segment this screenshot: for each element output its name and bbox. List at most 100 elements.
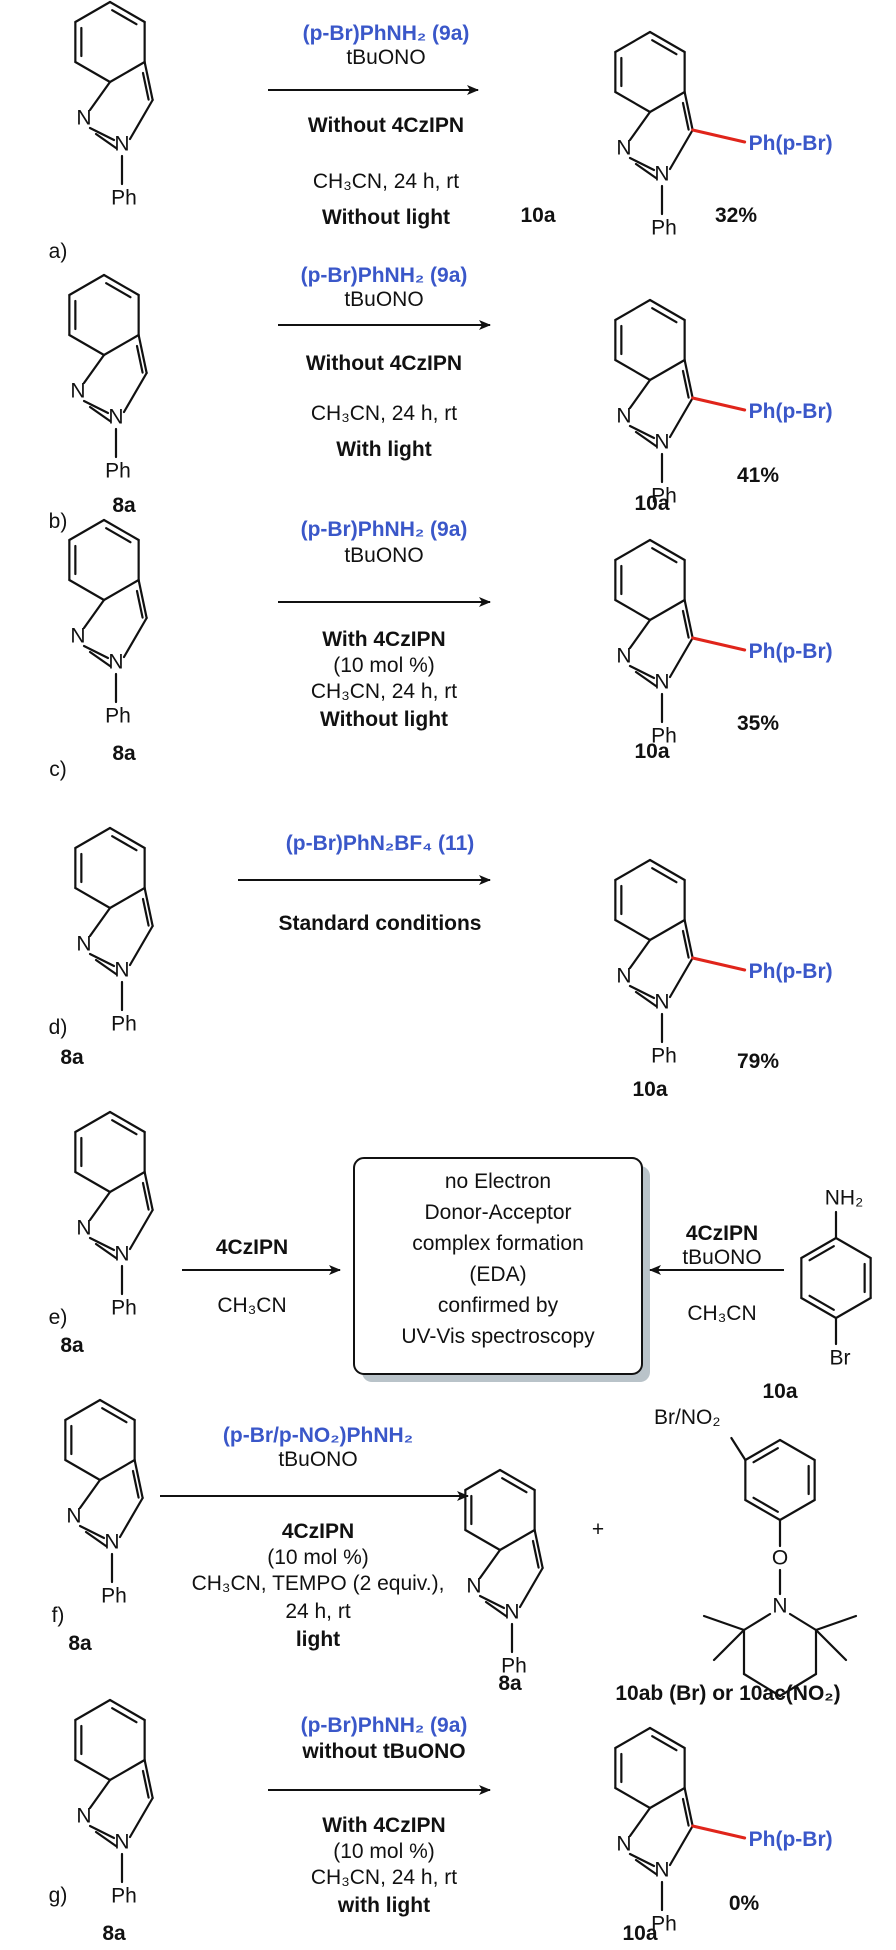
double-bond-line bbox=[94, 1242, 118, 1260]
double-bond-line bbox=[111, 1707, 138, 1724]
ring-bond bbox=[478, 1548, 502, 1580]
benzo-bond bbox=[108, 1758, 146, 1782]
double-bond-line bbox=[651, 547, 678, 564]
cond3-g: with light bbox=[337, 1894, 430, 1917]
box-line: (EDA) bbox=[469, 1263, 526, 1286]
aryl-substituent: Ph(p-Br) bbox=[749, 132, 833, 155]
ring-bond bbox=[78, 1478, 102, 1510]
methyl-bond bbox=[702, 1614, 746, 1632]
double-bond-line bbox=[634, 1858, 658, 1876]
double-bond-line bbox=[484, 1600, 508, 1618]
methyl-bond bbox=[814, 1614, 858, 1632]
phenyl-group: Ph bbox=[111, 1013, 137, 1036]
panel-b-label: b) bbox=[49, 510, 68, 533]
double-bond-line bbox=[111, 1119, 138, 1136]
ring-bond bbox=[143, 1758, 154, 1800]
benzo-bond bbox=[498, 1468, 536, 1492]
benzo-bond bbox=[648, 1786, 686, 1810]
benzo-bond bbox=[74, 826, 112, 850]
box-line: Donor-Acceptor bbox=[424, 1201, 571, 1224]
reagent2-g: without tBuONO bbox=[301, 1740, 465, 1763]
benzo-bond bbox=[108, 826, 146, 850]
nitrogen-atom: N bbox=[466, 1575, 481, 1598]
ring-bond bbox=[118, 1496, 144, 1539]
ring-bond bbox=[628, 156, 656, 172]
cond1b-f: (10 mol %) bbox=[267, 1546, 369, 1569]
nitrogen-atom: N bbox=[76, 1805, 91, 1828]
double-bond-line bbox=[111, 835, 138, 852]
right-reagent2-e: tBuONO bbox=[682, 1246, 761, 1269]
ring-bond bbox=[82, 598, 106, 630]
reagent-b: (p-Br)PhNH₂ (9a) bbox=[301, 264, 468, 287]
benzo-bond bbox=[108, 1170, 146, 1194]
box-line: confirmed by bbox=[438, 1294, 559, 1317]
ring-bond bbox=[800, 1296, 838, 1320]
benzo-bond bbox=[464, 1528, 502, 1552]
ring-bond bbox=[628, 664, 656, 680]
double-bond-line bbox=[752, 1447, 779, 1464]
benzo-bond bbox=[108, 60, 146, 84]
nitrogen-atom: N bbox=[616, 405, 631, 428]
box-line: UV-Vis spectroscopy bbox=[401, 1325, 595, 1348]
ring-bond bbox=[137, 578, 148, 620]
benzo-bond bbox=[74, 60, 112, 84]
methyl-bond bbox=[814, 1628, 848, 1662]
ring-bond bbox=[143, 1170, 154, 1212]
benzo-bond bbox=[102, 333, 140, 357]
nitrogen-atom: N bbox=[616, 645, 631, 668]
ring-bond bbox=[628, 110, 652, 142]
ring-bond bbox=[82, 644, 110, 660]
benzo-bond bbox=[102, 518, 140, 542]
ring-bond bbox=[128, 1796, 154, 1839]
benzo-bond bbox=[64, 1398, 102, 1422]
nitrogen-atom: N bbox=[616, 137, 631, 160]
nitrogen-atom: N bbox=[76, 933, 91, 956]
double-bond-line bbox=[135, 589, 144, 619]
aryl-substituent: Ph(p-Br) bbox=[749, 960, 833, 983]
double-bond-line bbox=[94, 1830, 118, 1848]
double-bond-line bbox=[752, 1496, 779, 1513]
double-bond-line bbox=[111, 9, 138, 26]
plus-sign: + bbox=[592, 1518, 604, 1541]
ring-bond bbox=[628, 938, 652, 970]
benzo-bond bbox=[614, 358, 652, 382]
nitrogen-atom: N bbox=[504, 1601, 519, 1624]
aryl-substituent: Ph(p-Br) bbox=[749, 1828, 833, 1851]
double-bond-line bbox=[105, 282, 132, 299]
cond1-a: Without 4CzIPN bbox=[308, 114, 464, 137]
ring-bond bbox=[744, 1438, 782, 1462]
reagent2-c: tBuONO bbox=[344, 544, 423, 567]
para-substituent: Br/NO₂ bbox=[654, 1406, 721, 1429]
ring-bond bbox=[137, 333, 148, 375]
double-bond-line bbox=[141, 71, 150, 101]
ring-bond bbox=[628, 378, 652, 410]
benzo-bond bbox=[74, 1110, 112, 1134]
ring-bond bbox=[742, 1612, 772, 1632]
ring-bond bbox=[128, 98, 154, 141]
yield-d: 79% bbox=[737, 1050, 779, 1073]
double-bond-line bbox=[94, 132, 118, 150]
ring-bond bbox=[834, 1296, 872, 1320]
benzo-bond bbox=[614, 538, 652, 562]
reagent2-a: tBuONO bbox=[346, 46, 425, 69]
nitrogen-atom: N bbox=[66, 1505, 81, 1528]
double-bond-line bbox=[681, 929, 690, 959]
phenyl-group: Ph bbox=[651, 725, 677, 748]
start-label-g: 8a bbox=[102, 1922, 126, 1945]
cond4-f: light bbox=[296, 1628, 340, 1651]
benzo-bond bbox=[98, 1458, 136, 1482]
right-reagent-e: 4CzIPN bbox=[686, 1222, 758, 1245]
ring-bond bbox=[128, 924, 154, 967]
cond2-c: CH₃CN, 24 h, rt bbox=[311, 680, 457, 703]
cond2-g: CH₃CN, 24 h, rt bbox=[311, 1866, 457, 1889]
nitrogen-atom: N bbox=[114, 1243, 129, 1266]
benzo-bond bbox=[464, 1468, 502, 1492]
benzo-bond bbox=[74, 886, 112, 910]
ring-bond bbox=[143, 60, 154, 102]
